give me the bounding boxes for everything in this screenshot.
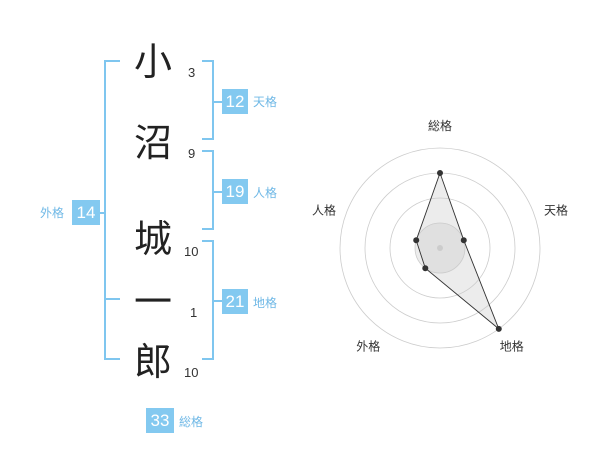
chikaku-badge: 21: [222, 289, 248, 314]
gaikaku-label: 外格: [40, 206, 65, 220]
radar-ring-1: [414, 222, 466, 274]
chikaku-bracket-stub: [212, 300, 222, 302]
gaikaku-bracket-top: [104, 60, 120, 62]
radar-ring-2: [389, 197, 491, 299]
tenkaku-bracket-stub: [212, 101, 222, 103]
name-char-4: 一: [133, 280, 172, 324]
radar-polygon: [415, 171, 500, 330]
radar-axis-label-2: 天格: [544, 202, 568, 217]
stroke-count-3: 10: [184, 244, 199, 259]
radar-axis-label-3: 地格: [500, 339, 524, 354]
tenkaku-bracket-bottom: [202, 138, 214, 140]
radar-point-5: [413, 237, 420, 244]
radar-center-dot: [437, 245, 443, 251]
radar-point-2: [460, 237, 467, 244]
jinkaku-bracket-stub: [212, 191, 222, 193]
radar-point-3: [495, 325, 502, 332]
gaikaku-badge: 14: [72, 200, 100, 225]
radar-axis-label-1: 総格: [428, 118, 452, 133]
radar-axis-label-5: 人格: [312, 202, 336, 217]
jinkaku-bracket-top: [202, 150, 214, 152]
gaikaku-bracket-bottom: [104, 358, 120, 360]
stroke-count-1: 3: [188, 65, 196, 80]
chikaku-bracket-bottom: [202, 358, 214, 360]
gaikaku-bracket-mid: [104, 298, 120, 300]
name-char-1: 小: [133, 40, 172, 84]
soukaku-label: 総格: [179, 415, 204, 429]
soukaku-badge: 33: [146, 408, 174, 433]
chikaku-bracket-top: [202, 240, 214, 242]
tenkaku-label: 天格: [253, 95, 278, 109]
radar-ring-4: [339, 147, 541, 349]
gaikaku-bracket-stub: [98, 212, 106, 214]
radar-point-4: [422, 265, 429, 272]
tenkaku-badge: 12: [222, 89, 248, 114]
jinkaku-label: 人格: [253, 186, 278, 200]
chikaku-label: 地格: [253, 296, 278, 310]
radar-point-1: [437, 170, 443, 176]
tenkaku-bracket-line: [212, 60, 214, 140]
radar-axis-label-4: 外格: [356, 339, 380, 354]
tenkaku-bracket-top: [202, 60, 214, 62]
name-char-3: 城: [133, 217, 172, 261]
stroke-count-4: 1: [190, 305, 198, 320]
name-char-5: 郎: [133, 340, 172, 384]
name-char-2: 沼: [133, 121, 172, 165]
jinkaku-bracket-bottom: [202, 228, 214, 230]
jinkaku-badge: 19: [222, 179, 248, 204]
gaikaku-bracket-line: [104, 60, 106, 360]
stroke-count-2: 9: [188, 146, 196, 161]
jinkaku-bracket-line: [212, 150, 214, 230]
stroke-count-5: 10: [184, 365, 199, 380]
